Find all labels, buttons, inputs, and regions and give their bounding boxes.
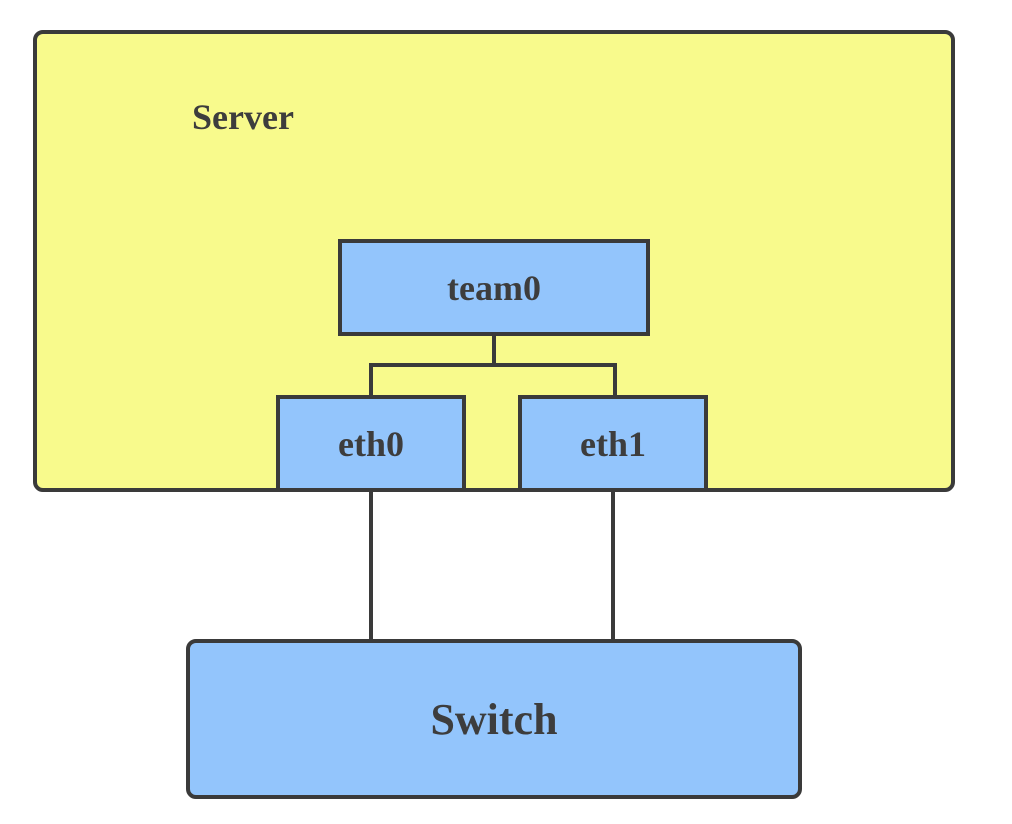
switch-label: Switch xyxy=(430,694,558,744)
switch-node: Switch xyxy=(186,639,802,799)
eth1-label: eth1 xyxy=(580,423,646,464)
eth0-node: eth0 xyxy=(276,395,466,492)
team0-node: team0 xyxy=(338,239,650,336)
server-label: Server xyxy=(192,97,294,137)
eth0-label: eth0 xyxy=(338,423,404,464)
eth1-node: eth1 xyxy=(518,395,708,492)
team0-label: team0 xyxy=(447,267,541,308)
